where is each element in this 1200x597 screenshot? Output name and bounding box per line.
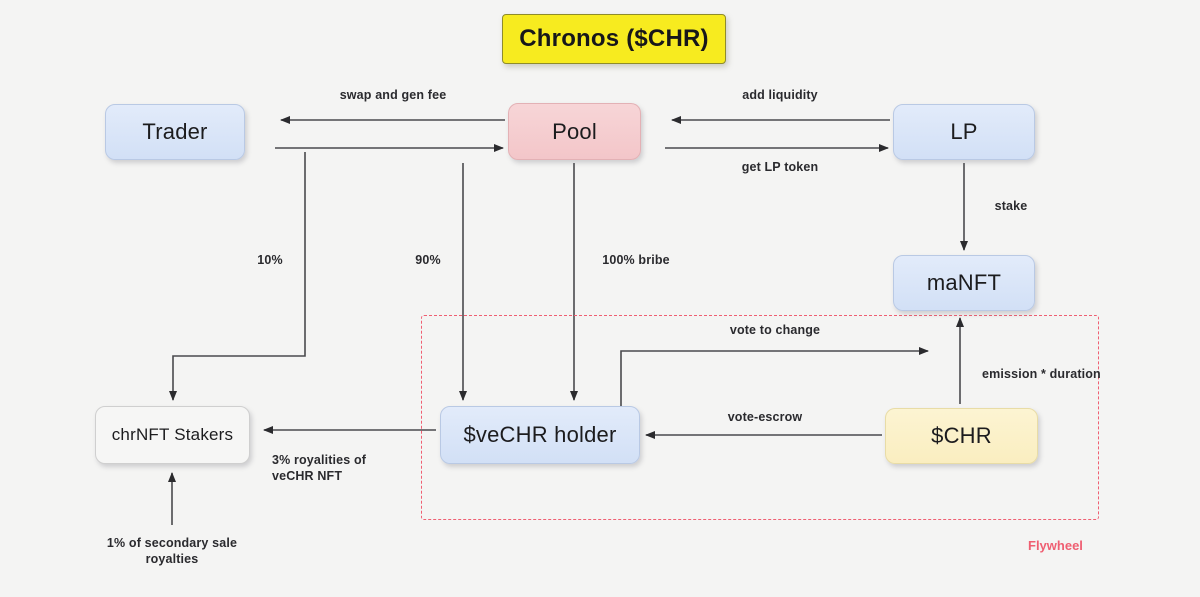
edge-label-vote-escrow: vote-escrow [727,410,803,424]
node-title-chronos[interactable]: Chronos ($CHR) [502,14,726,64]
node-chrnft-stakers[interactable]: chrNFT Stakers [95,406,250,464]
flywheel-group-label: Flywheel [1028,538,1083,553]
node-chr[interactable]: $CHR [885,408,1038,464]
edge-label-add-liquidity: add liquidity [742,88,818,102]
edge-label-royalties-one-percent: 1% of secondary sale royalties [106,536,238,566]
node-manft[interactable]: maNFT [893,255,1035,311]
edge-label-swap-and-gen-fee: swap and gen fee [339,88,447,102]
edge-label-ten-percent: 10% [257,253,283,267]
edge-label-stake: stake [994,199,1028,213]
node-pool[interactable]: Pool [508,103,641,160]
edge-label-emission-duration: emission * duration [982,367,1101,381]
node-vechr-holder[interactable]: $veCHR holder [440,406,640,464]
edge-label-vote-to-change: vote to change [729,323,821,337]
node-trader[interactable]: Trader [105,104,245,160]
edge-label-get-lp-token: get LP token [741,160,819,174]
edge-label-hundred-percent-bribe: 100% bribe [602,253,670,267]
node-lp[interactable]: LP [893,104,1035,160]
flywheel-group-box [421,315,1099,520]
edge-label-ninety-percent: 90% [415,253,441,267]
edge-trader-to-chrnft-stakers [169,152,306,401]
edge-label-royalties-three-percent: 3% royalities of veCHR NFT [272,453,367,483]
